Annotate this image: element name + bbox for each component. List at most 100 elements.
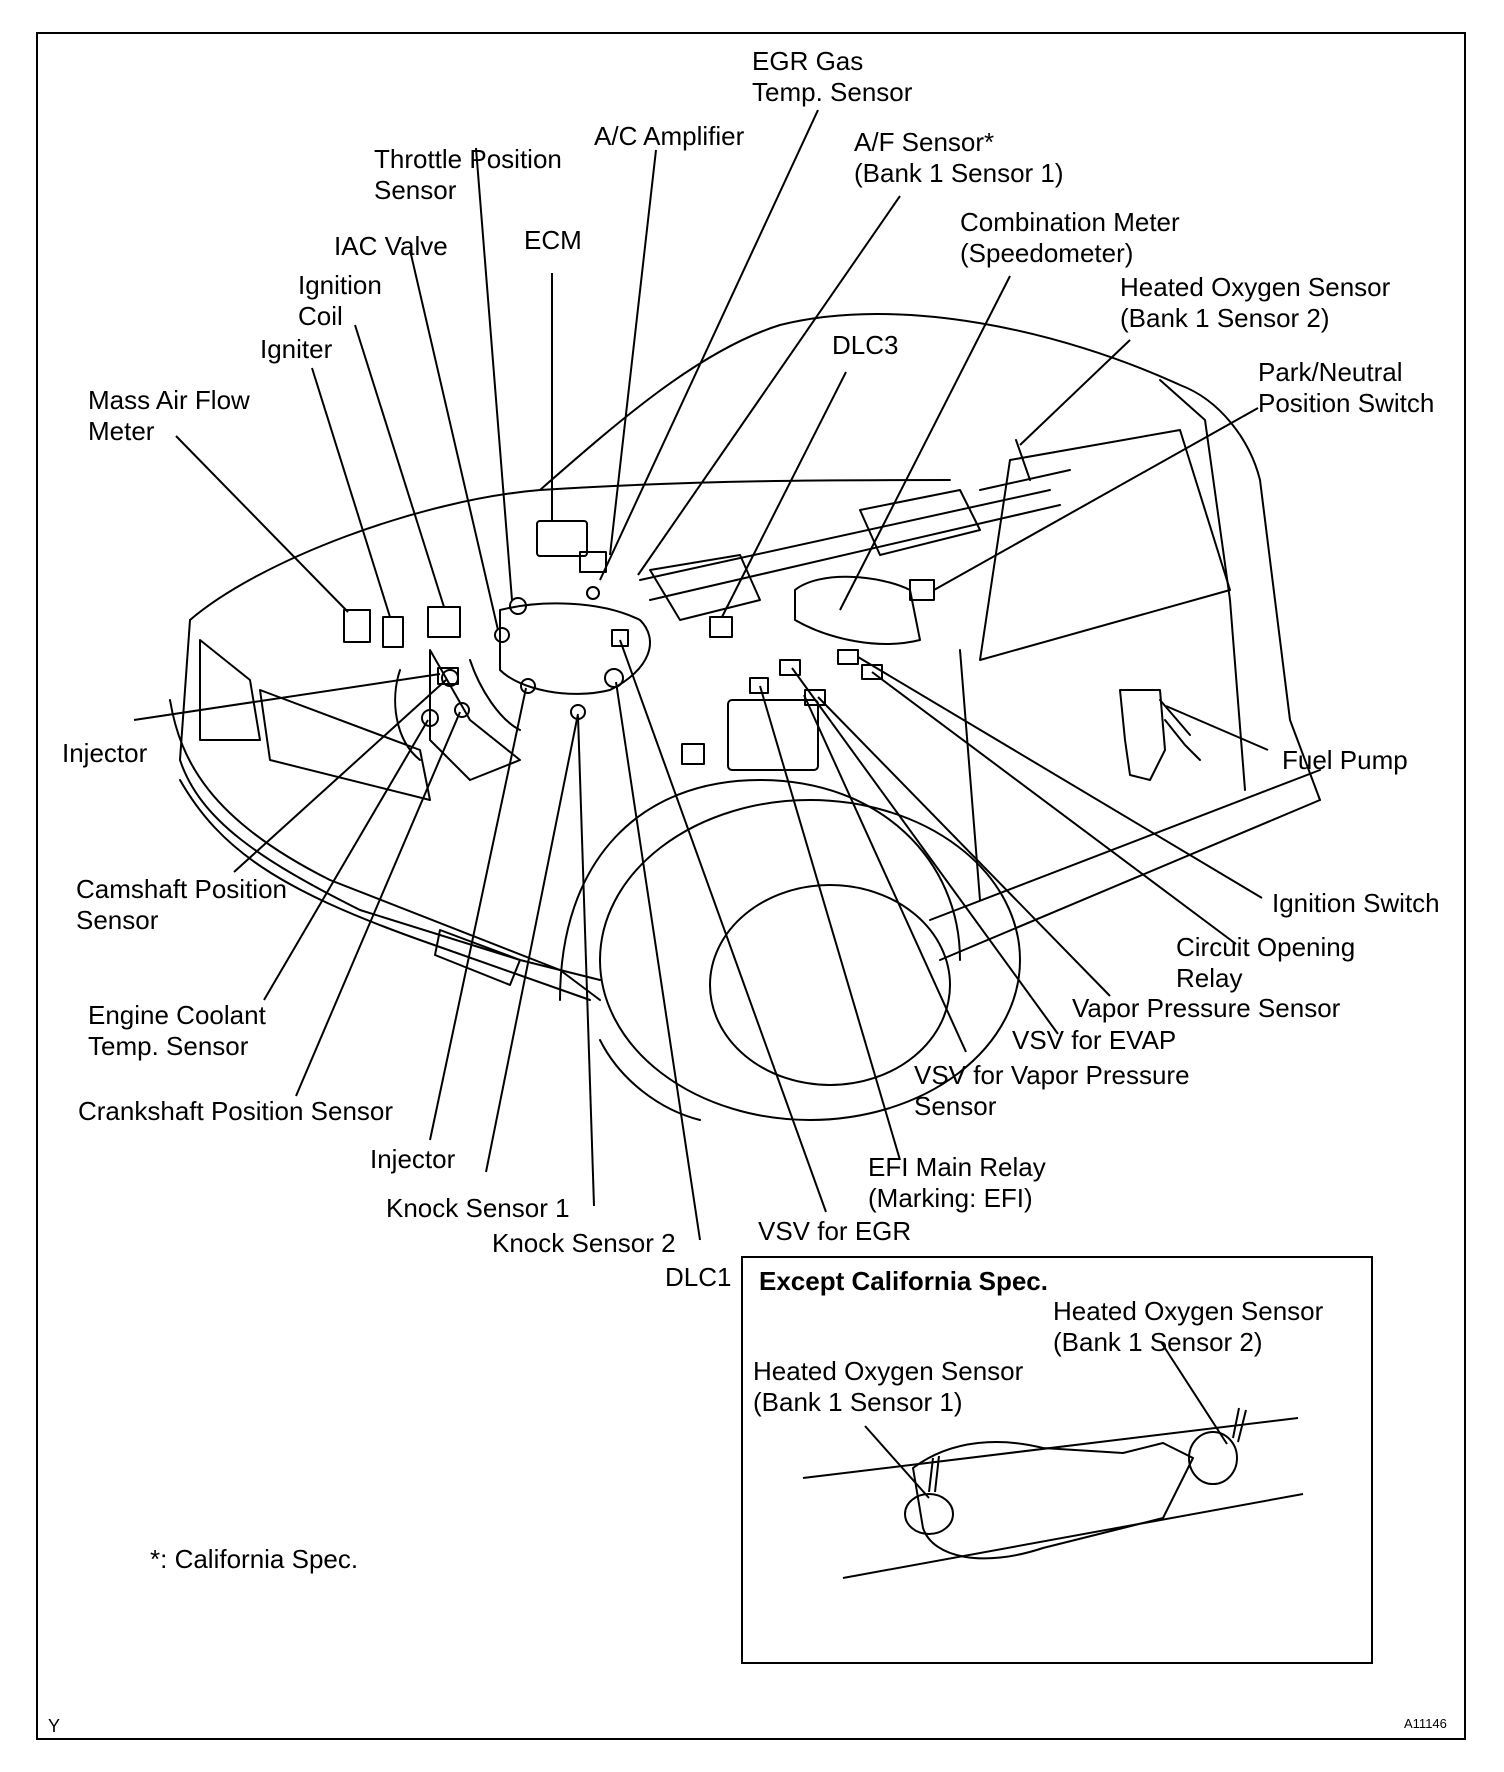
leader-vapor-pressure (817, 696, 1111, 997)
dlc3-connector (709, 616, 733, 638)
inset-o2-s2 (1232, 1407, 1247, 1443)
label-igniter: Igniter (260, 334, 333, 364)
label-mass-air-flow: Mass Air Flow Meter (88, 385, 250, 446)
tire-inner (709, 884, 951, 1086)
catalyst-front (649, 554, 761, 621)
iac-valve (494, 627, 510, 643)
injector-right (520, 678, 536, 694)
leader-egr (599, 109, 819, 581)
label-knock-sensor-2: Knock Sensor 2 (492, 1228, 676, 1258)
inset-o2-s1 (928, 1455, 940, 1493)
leader-dlc3 (721, 371, 847, 618)
dlc1-box (681, 743, 705, 765)
leader-knock1 (485, 713, 579, 1173)
leader-af (637, 195, 901, 576)
battery-box (727, 699, 819, 771)
ac-amp-box (579, 551, 607, 573)
bumper (169, 699, 601, 1001)
vsv-egr (611, 629, 629, 647)
egr-temp-sensor (586, 586, 600, 600)
knock2 (604, 668, 624, 688)
inset-pipe-bottom (842, 1493, 1304, 1579)
figure-id: A11146 (1404, 1716, 1447, 1731)
leader-circuit-opening (871, 671, 1237, 945)
label-ac-amplifier: A/C Amplifier (594, 121, 745, 151)
throttle-sensor (509, 597, 527, 615)
label-camshaft-position: Camshaft Position Sensor (76, 874, 287, 935)
efi-relay (749, 677, 769, 694)
leader-efi (759, 685, 901, 1161)
label-ecm: ECM (524, 225, 582, 255)
leader-park-neutral (933, 407, 1259, 591)
ecm-box (536, 520, 588, 557)
label-vsv-egr: VSV for EGR (758, 1216, 912, 1246)
label-injector-bottom: Injector (370, 1144, 456, 1174)
maf-box (343, 609, 371, 643)
leader-vsv-egr (619, 639, 827, 1213)
leader-throttle (475, 147, 513, 601)
inset-flange-front (904, 1493, 954, 1535)
label-ignition-switch: Ignition Switch (1272, 888, 1440, 918)
inset-except-california: Except California Spec. Heated Oxygen Se… (741, 1256, 1373, 1664)
engine-block (429, 649, 521, 781)
label-egr-gas-temp: EGR Gas Temp. Sensor (752, 46, 913, 107)
rear-o2-sensor (1015, 439, 1031, 481)
label-vsv-evap: VSV for EVAP (1012, 1025, 1177, 1055)
crank-sensor (454, 702, 470, 718)
coolant-sensor (421, 709, 439, 727)
leader-iac (409, 249, 499, 631)
leader-engine-coolant (263, 719, 429, 1001)
leader-maf (175, 435, 349, 613)
leader-ac-amp (609, 149, 657, 556)
vsv-evap (779, 659, 801, 676)
catalyst-rear (859, 489, 981, 556)
label-circuit-opening-relay: Circuit Opening Relay (1176, 932, 1356, 993)
turn-lamp (434, 929, 521, 986)
leader-injector-bottom (429, 687, 527, 1141)
label-vsv-vapor-pressure: VSV for Vapor Pressure Sensor (914, 1060, 1190, 1121)
label-heated-o2-bank1-s2: Heated Oxygen Sensor (Bank 1 Sensor 2) (1120, 272, 1391, 333)
footnote: *: California Spec. (150, 1544, 359, 1574)
label-vapor-pressure-sensor: Vapor Pressure Sensor (1072, 993, 1341, 1023)
cab-door-window (979, 429, 1231, 661)
grille-outline (199, 639, 261, 741)
label-throttle-position: Throttle Position Sensor (374, 144, 562, 205)
label-dlc1: DLC1 (665, 1262, 732, 1292)
leader-combination (839, 275, 1011, 611)
body-rocker (939, 799, 1321, 961)
label-combination-meter: Combination Meter (Speedometer) (960, 207, 1180, 268)
park-neutral-switch (909, 579, 935, 601)
leader-fuel-pump (1165, 705, 1269, 751)
fuel-pump (1119, 689, 1166, 781)
injector-left-box (437, 667, 459, 685)
label-injector-left: Injector (62, 738, 148, 768)
inset-title: Except California Spec. (759, 1266, 1048, 1296)
label-park-neutral: Park/Neutral Position Switch (1258, 357, 1435, 418)
leader-ignition-coil (354, 324, 445, 608)
label-dlc3: DLC3 (832, 330, 899, 360)
combination-meter (794, 575, 921, 645)
inset-catalyst (912, 1441, 1194, 1560)
tire-outer (599, 799, 1021, 1121)
relay-box (837, 649, 859, 665)
leader-heated-o2-s2 (1019, 339, 1131, 446)
leader-vsv-vapor (803, 694, 967, 1053)
label-knock-sensor-1: Knock Sensor 1 (386, 1193, 570, 1223)
inset-label-heated-o2-s1: Heated Oxygen Sensor (Bank 1 Sensor 1) (753, 1356, 1024, 1417)
leader-vsv-evap (791, 667, 1059, 1035)
inset-leader-s2 (1160, 1341, 1228, 1445)
intake-plenum (499, 602, 651, 695)
igniter-box (382, 616, 404, 648)
tire-tread (599, 1039, 701, 1121)
leader-knock2 (577, 715, 595, 1207)
diagram-frame (36, 32, 1466, 1740)
exhaust-pipe (639, 489, 1051, 581)
inset-exhaust-drawing (802, 1341, 1304, 1579)
fuel-pump-lines (1159, 699, 1201, 761)
label-efi-main-relay: EFI Main Relay (Marking: EFI) (868, 1152, 1046, 1213)
exhaust-tail (979, 469, 1071, 491)
fender-front (179, 619, 601, 981)
leader-crankshaft (295, 711, 461, 1097)
label-af-sensor: A/F Sensor* (Bank 1 Sensor 1) (854, 127, 1064, 188)
